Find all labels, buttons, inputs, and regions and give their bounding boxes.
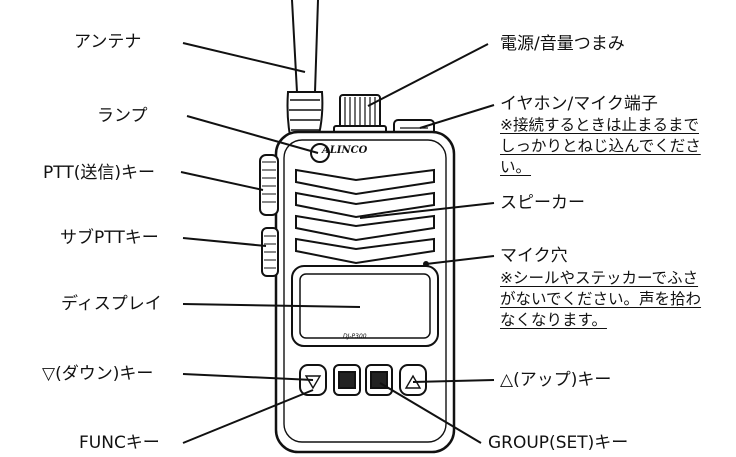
note-mic-hole-line: ※シールやステッカーでふさ: [500, 269, 699, 287]
label-antenna: アンテナ: [74, 32, 142, 52]
label-ptt-key: PTT(送信)キー: [43, 163, 155, 183]
label-lamp: ランプ: [97, 106, 148, 126]
label-down-key: ▽(ダウン)キー: [42, 364, 154, 384]
brand-logo: ALINCO: [322, 145, 368, 156]
note-mic-hole-line: がないでください。声を拾わ: [500, 290, 702, 308]
lamp-led: [310, 143, 330, 163]
label-group-set-key: GROUP(SET)キー: [488, 433, 629, 453]
label-display: ディスプレイ: [61, 294, 162, 314]
note-earphone: ※接続するときは止まるまで しっかりとねじ込んでくださ い。: [500, 115, 701, 178]
label-speaker: スピーカー: [500, 193, 585, 213]
model-label: DJ-P300: [343, 333, 367, 340]
note-earphone-line: ※接続するときは止まるまで: [500, 116, 699, 134]
label-mic-hole: マイク穴: [500, 246, 568, 266]
speaker-grille: [295, 168, 435, 265]
antenna: [286, 0, 324, 147]
label-earphone-jack: イヤホン/マイク端子: [500, 94, 658, 114]
note-mic-hole: ※シールやステッカーでふさ がないでください。声を拾わ なくなります。: [500, 268, 701, 331]
label-up-key: △(アップ)キー: [500, 370, 612, 390]
label-func-key: FUNCキー: [79, 433, 160, 453]
display-panel: [291, 265, 439, 347]
note-earphone-line: しっかりとねじ込んでくださ: [500, 137, 701, 155]
note-mic-hole-line: なくなります。: [500, 311, 607, 329]
label-power-volume-knob: 電源/音量つまみ: [500, 34, 625, 54]
note-earphone-line: い。: [500, 158, 532, 176]
label-sub-ptt-key: サブPTTキー: [60, 228, 159, 248]
leader-lines: [180, 42, 495, 444]
